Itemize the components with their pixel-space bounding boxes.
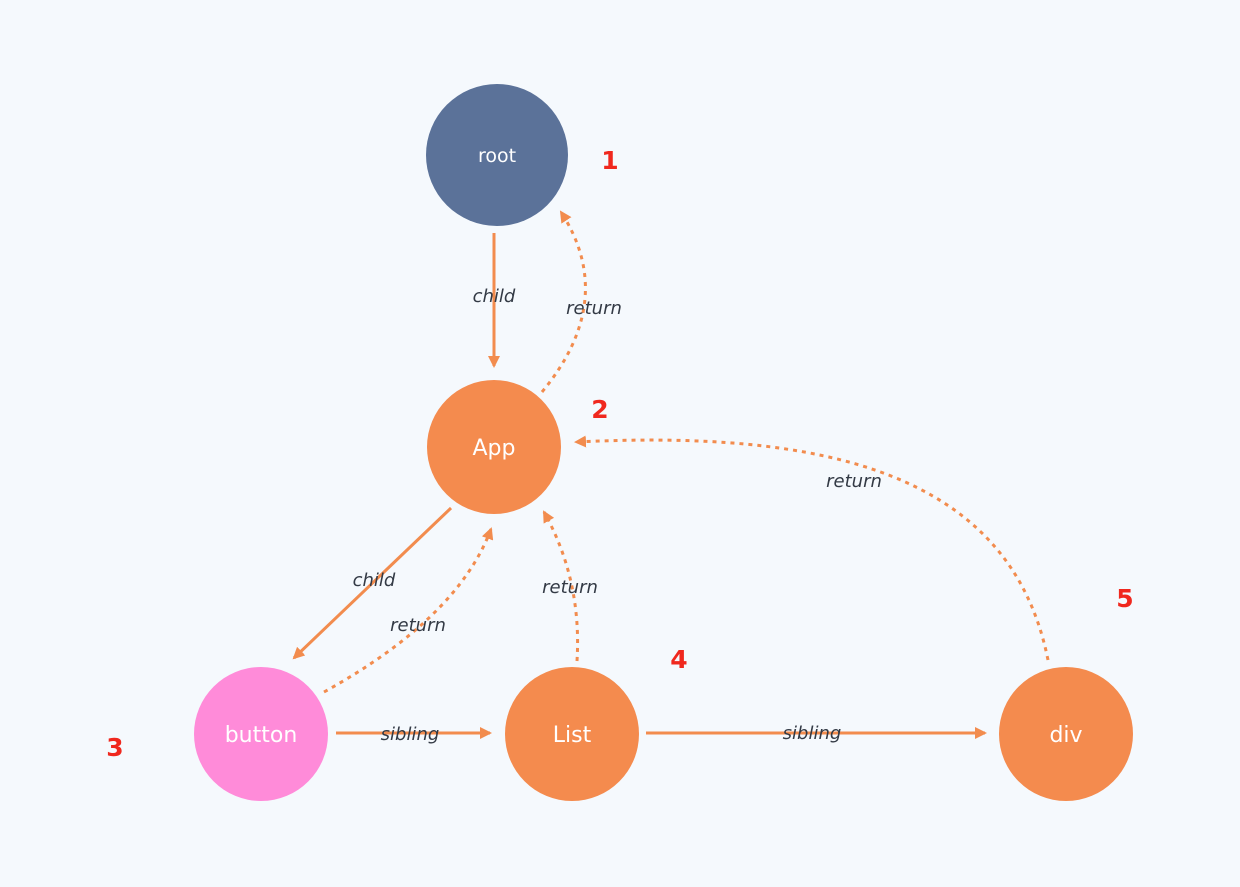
node-app-label: App bbox=[473, 436, 516, 461]
edge-label-root-app-child: child bbox=[473, 286, 516, 307]
node-root-label: root bbox=[478, 145, 516, 167]
order-number-div: 5 bbox=[1116, 584, 1133, 613]
edge-app-root-return bbox=[540, 210, 587, 393]
order-number-root: 1 bbox=[601, 146, 618, 175]
order-number-list: 4 bbox=[670, 645, 687, 674]
edge-label-list-app-return: return bbox=[542, 577, 598, 598]
edge-div-app-return bbox=[574, 435, 1050, 661]
edge-label-app-root-return: return bbox=[566, 298, 622, 319]
edge-button-app-return bbox=[323, 527, 494, 694]
edge-label-app-button-child: child bbox=[353, 570, 396, 591]
edge-labels: child return child return return return … bbox=[353, 286, 882, 745]
edges bbox=[292, 210, 1050, 739]
node-div-circle bbox=[999, 667, 1133, 801]
order-number-button: 3 bbox=[106, 733, 123, 762]
node-root: root bbox=[426, 84, 568, 226]
edge-label-button-app-return: return bbox=[390, 615, 446, 636]
node-div: div bbox=[999, 667, 1133, 801]
node-root-circle bbox=[426, 84, 568, 226]
node-list-label: List bbox=[553, 723, 592, 748]
node-app: App bbox=[427, 380, 561, 514]
order-numbers: 1 2 3 4 5 bbox=[106, 146, 1133, 762]
edge-label-button-list-sibling: sibling bbox=[381, 724, 440, 745]
edge-label-div-app-return: return bbox=[826, 471, 882, 492]
node-button: button bbox=[194, 667, 328, 801]
edge-list-app-return bbox=[542, 510, 580, 662]
node-list: List bbox=[505, 667, 639, 801]
node-div-label: div bbox=[1049, 723, 1082, 748]
edge-app-button-child bbox=[292, 506, 453, 660]
edge-label-list-div-sibling: sibling bbox=[783, 723, 842, 744]
order-number-app: 2 bbox=[591, 395, 608, 424]
node-button-label: button bbox=[225, 723, 298, 748]
node-button-circle bbox=[194, 667, 328, 801]
node-app-circle bbox=[427, 380, 561, 514]
node-list-circle bbox=[505, 667, 639, 801]
